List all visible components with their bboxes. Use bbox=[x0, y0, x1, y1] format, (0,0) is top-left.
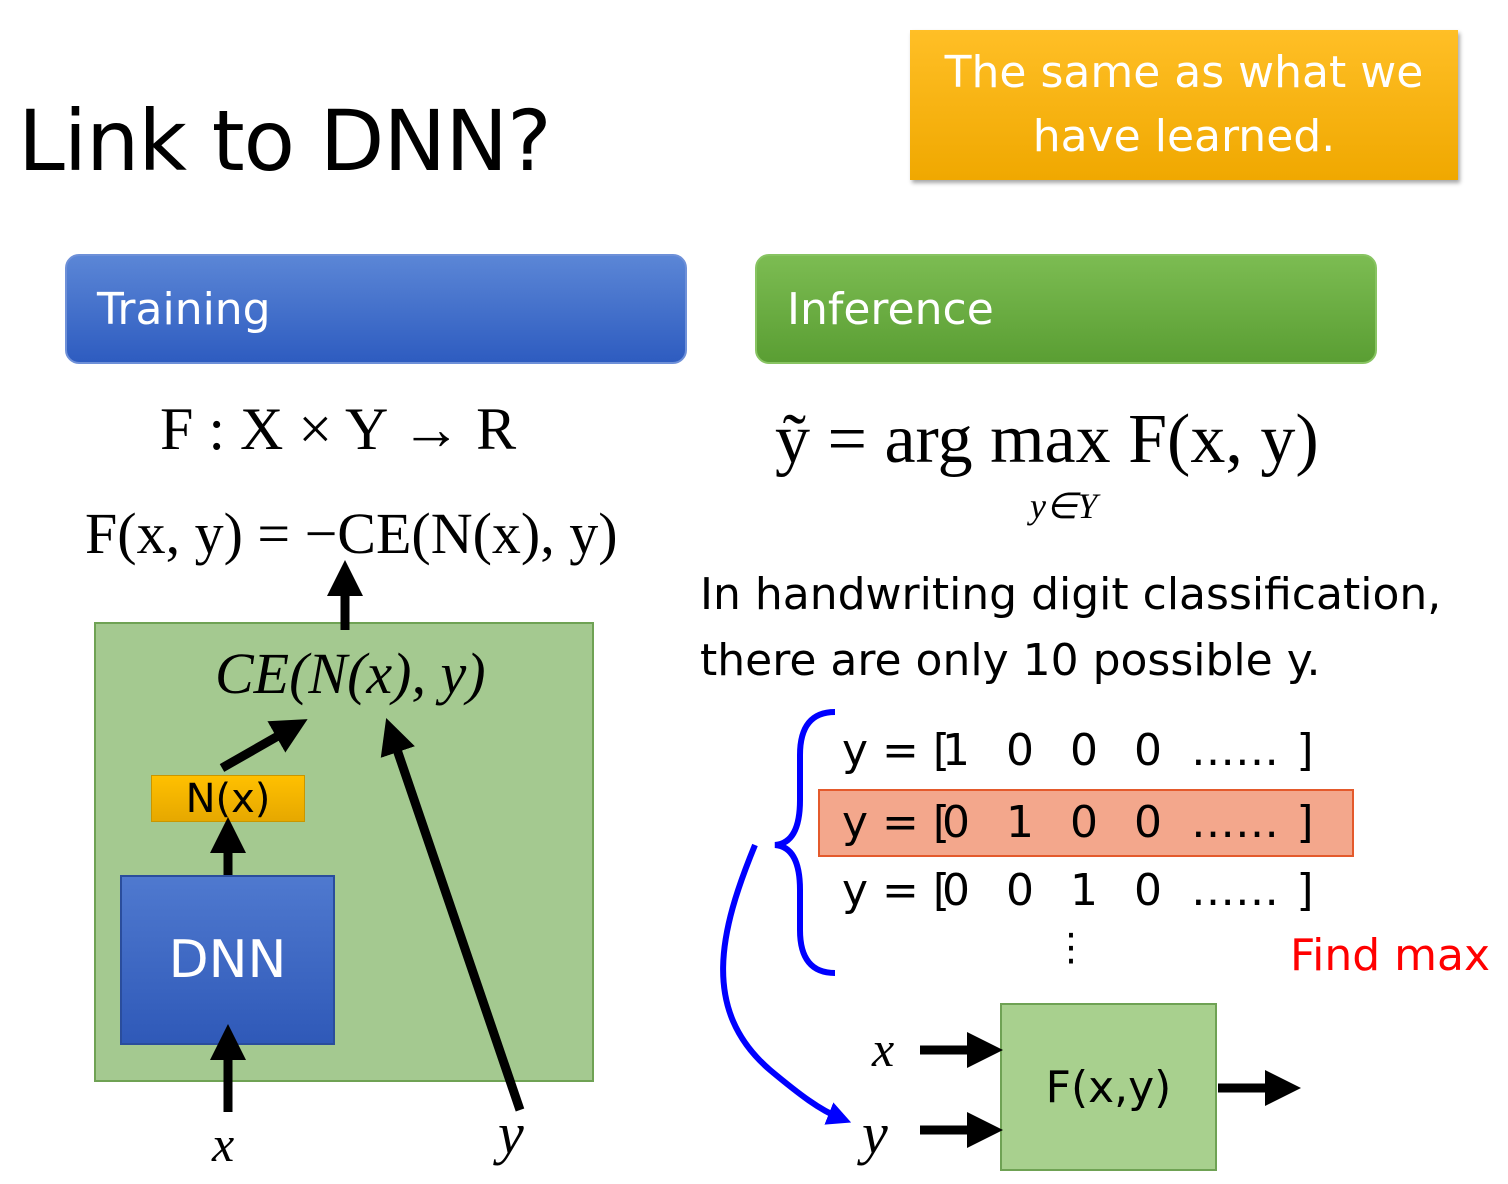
row-value: 0 bbox=[1070, 796, 1098, 848]
row-dots: …… bbox=[1191, 724, 1279, 776]
highlighted-row-background bbox=[818, 789, 1354, 857]
vector-row-highlighted: y = [ 0 1 0 0 …… ] bbox=[842, 792, 1320, 852]
row-value: 0 bbox=[1134, 724, 1162, 776]
vertical-ellipsis: ⋮ bbox=[1052, 925, 1090, 969]
row-suffix: ] bbox=[1296, 724, 1314, 776]
inference-y-label: y bbox=[862, 1101, 888, 1166]
training-header: Training bbox=[65, 254, 687, 364]
callout-line-2: have learned. bbox=[1032, 111, 1336, 162]
inference-x-label: x bbox=[872, 1021, 895, 1077]
row-value: 1 bbox=[1006, 796, 1034, 848]
training-x-label: x bbox=[212, 1116, 235, 1172]
row-value: 0 bbox=[1134, 796, 1162, 848]
training-y-label: y bbox=[498, 1101, 524, 1166]
row-dots: …… bbox=[1191, 864, 1279, 916]
network-output-box: N(x) bbox=[151, 775, 305, 822]
row-value: 0 bbox=[942, 796, 970, 848]
row-value: 0 bbox=[942, 864, 970, 916]
row-prefix: y = [ bbox=[842, 724, 951, 776]
row-value: 1 bbox=[1070, 864, 1098, 916]
vector-row: y = [ 1 0 0 0 …… ] bbox=[842, 720, 1320, 780]
training-header-label: Training bbox=[97, 283, 271, 335]
cross-entropy-label: CE(N(x), y) bbox=[215, 641, 486, 706]
callout-line-1: The same as what we bbox=[944, 47, 1424, 98]
row-prefix: y = [ bbox=[842, 864, 951, 916]
vector-row: y = [ 0 0 1 0 …… ] bbox=[842, 860, 1320, 920]
description-line-2: there are only 10 possible y. bbox=[700, 635, 1321, 686]
network-output-label: N(x) bbox=[185, 775, 271, 822]
dnn-label: DNN bbox=[168, 930, 287, 990]
row-value: 0 bbox=[1070, 724, 1098, 776]
row-suffix: ] bbox=[1296, 796, 1314, 848]
row-dots: …… bbox=[1191, 796, 1279, 848]
brace-to-y-arrow bbox=[720, 843, 852, 1125]
page-title: Link to DNN? bbox=[18, 92, 552, 190]
inference-header: Inference bbox=[755, 254, 1377, 364]
callout-box: The same as what we have learned. bbox=[910, 30, 1458, 180]
inference-description: In handwriting digit classification, the… bbox=[700, 562, 1441, 694]
row-value: 1 bbox=[942, 724, 970, 776]
inference-equation: ỹ = arg max F(x, y) bbox=[775, 401, 1319, 478]
row-value: 0 bbox=[1006, 864, 1034, 916]
row-value: 0 bbox=[1006, 724, 1034, 776]
description-line-1: In handwriting digit classification, bbox=[700, 569, 1442, 620]
row-prefix: y = [ bbox=[842, 796, 951, 848]
score-function-box: F(x,y) bbox=[1000, 1003, 1217, 1171]
dnn-box: DNN bbox=[120, 875, 335, 1045]
score-function-label: F(x,y) bbox=[1045, 1061, 1172, 1113]
training-equation-1: F : X × Y → R bbox=[160, 396, 517, 462]
inference-header-label: Inference bbox=[787, 283, 994, 335]
find-max-label: Find max bbox=[1290, 930, 1490, 981]
inference-equation-subscript: y∈Y bbox=[1030, 486, 1098, 526]
row-suffix: ] bbox=[1296, 864, 1314, 916]
training-equation-2: F(x, y) = −CE(N(x), y) bbox=[85, 501, 618, 566]
row-value: 0 bbox=[1134, 864, 1162, 916]
